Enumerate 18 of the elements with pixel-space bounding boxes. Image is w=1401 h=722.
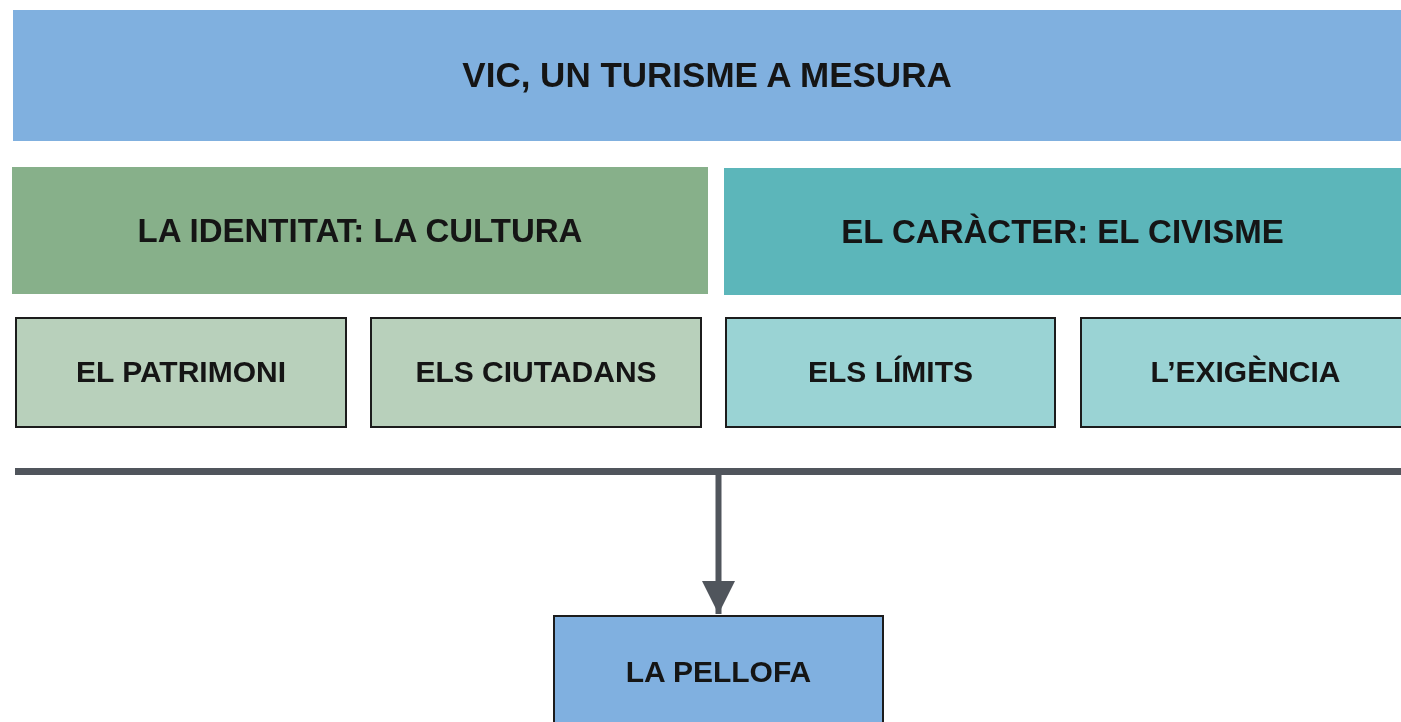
title-banner xyxy=(13,10,1401,141)
concept-box xyxy=(1080,317,1401,428)
category-header xyxy=(724,168,1401,295)
box-label: LA IDENTITAT: LA CULTURA xyxy=(137,211,583,250)
box-label: VIC, UN TURISME A MESURA xyxy=(462,55,952,96)
box-label: ELS LÍMITS xyxy=(808,355,973,390)
category-header xyxy=(12,167,708,294)
arrow xyxy=(702,475,735,614)
concept-box xyxy=(725,317,1056,428)
box-label: ELS CIUTADANS xyxy=(415,355,657,390)
result-box xyxy=(553,615,884,722)
concept-box xyxy=(15,317,347,428)
box-label: EL PATRIMONI xyxy=(76,355,286,390)
concept-box xyxy=(370,317,702,428)
box-label: LA PELLOFA xyxy=(625,655,812,690)
horizontal-bar xyxy=(15,468,1401,475)
box-label: L’EXIGÈNCIA xyxy=(1150,355,1341,390)
box-label: EL CARÀCTER: EL CIVISME xyxy=(841,212,1284,251)
